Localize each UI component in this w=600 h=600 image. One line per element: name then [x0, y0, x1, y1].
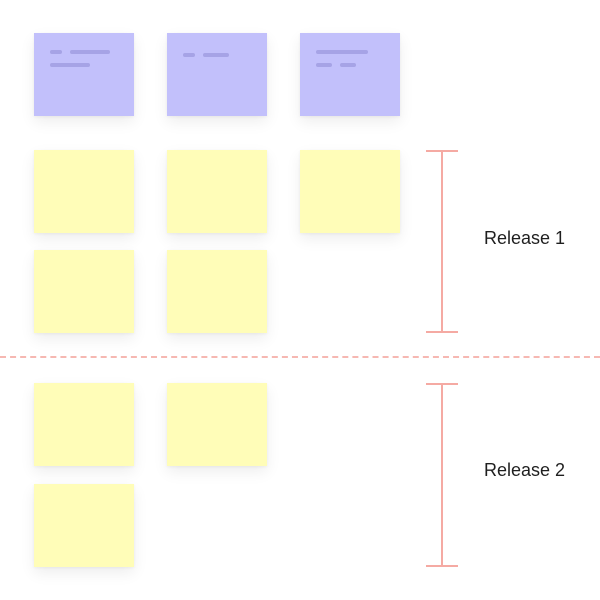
release-1-bracket: [426, 150, 458, 333]
placeholder-text-line: [50, 63, 90, 67]
header-note[interactable]: [300, 33, 400, 116]
story-note[interactable]: [34, 150, 134, 233]
placeholder-text-line: [316, 63, 332, 67]
placeholder-text-line: [340, 63, 356, 67]
header-note[interactable]: [34, 33, 134, 116]
release-divider: [0, 356, 600, 358]
bracket-cap-bottom: [426, 331, 458, 333]
placeholder-text-line: [50, 50, 62, 54]
story-note[interactable]: [34, 484, 134, 567]
bracket-stem: [441, 384, 443, 566]
story-note[interactable]: [34, 383, 134, 466]
release-2-label: Release 2: [484, 460, 566, 480]
placeholder-text-line: [203, 53, 229, 57]
release-1-label: Release 1: [484, 228, 566, 248]
placeholder-text-line: [316, 50, 368, 54]
placeholder-text-line: [183, 53, 195, 57]
story-note[interactable]: [34, 250, 134, 333]
bracket-cap-bottom: [426, 565, 458, 567]
header-note[interactable]: [167, 33, 267, 116]
story-note[interactable]: [300, 150, 400, 233]
story-note[interactable]: [167, 250, 267, 333]
story-note[interactable]: [167, 383, 267, 466]
story-note[interactable]: [167, 150, 267, 233]
bracket-stem: [441, 151, 443, 332]
release-2-bracket: [426, 383, 458, 567]
placeholder-text-line: [70, 50, 110, 54]
